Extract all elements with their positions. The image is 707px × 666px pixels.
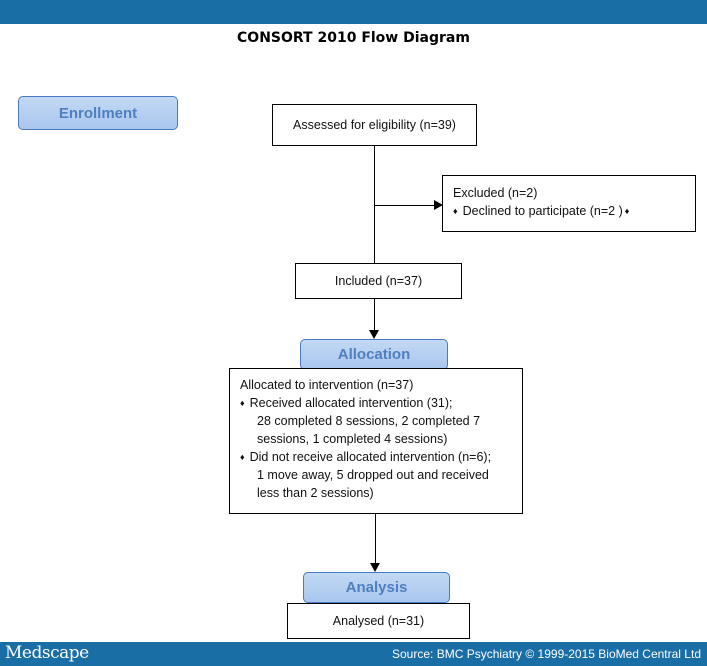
connector-allocated-analysis — [375, 514, 376, 563]
source-credit: Source: BMC Psychiatry © 1999-2015 BioMe… — [392, 647, 701, 661]
not-received-detail-line-2: less than 2 sessions) — [257, 486, 374, 500]
excluded-title: Excluded (n=2) — [453, 186, 538, 200]
enrollment-stage-label: Enrollment — [18, 96, 178, 130]
allocation-stage-label: Allocation — [300, 339, 448, 370]
excluded-item-text: Declined to participate (n=2 ) — [462, 204, 623, 218]
diagram-title: CONSORT 2010 Flow Diagram — [237, 30, 470, 46]
bullet-diamond-icon: ♦ — [240, 452, 245, 462]
medscape-logo: Medscape — [5, 643, 89, 663]
arrow-down-icon — [370, 563, 380, 572]
assessed-text: Assessed for eligibility (n=39) — [293, 118, 456, 132]
allocated-title: Allocated to intervention (n=37) — [240, 378, 414, 392]
analysed-text: Analysed (n=31) — [332, 614, 425, 628]
allocated-box: Allocated to intervention (n=37) ♦ Recei… — [229, 368, 523, 514]
included-box: Included (n=37) — [295, 263, 462, 299]
not-received-detail-line-1: 1 move away, 5 dropped out and received — [257, 468, 489, 482]
analysed-box: Analysed (n=31) — [287, 603, 470, 639]
bullet-diamond-icon: ♦ — [453, 206, 458, 216]
not-received-text: Did not receive allocated intervention (… — [249, 450, 492, 464]
arrow-right-icon — [434, 200, 443, 210]
assessed-box: Assessed for eligibility (n=39) — [272, 104, 477, 146]
connector-assessed-included — [374, 146, 375, 263]
connector-to-excluded — [374, 205, 435, 206]
excluded-box: Excluded (n=2) ♦ Declined to participate… — [442, 175, 696, 232]
footer-bar: Medscape Source: BMC Psychiatry © 1999-2… — [0, 642, 707, 666]
received-detail-line-2: sessions, 1 completed 4 sessions) — [257, 432, 448, 446]
analysis-stage-label: Analysis — [303, 572, 450, 603]
received-detail-line-1: 28 completed 8 sessions, 2 completed 7 — [257, 414, 481, 428]
bullet-diamond-icon: ♦ — [240, 398, 245, 408]
connector-included-allocation — [374, 299, 375, 330]
received-item: ♦ Received allocated intervention (31); — [240, 394, 512, 412]
received-text: Received allocated intervention (31); — [249, 396, 453, 410]
trailing-diamond-icon: ♦ — [624, 206, 630, 216]
not-received-item: ♦ Did not receive allocated intervention… — [240, 448, 512, 466]
included-text: Included (n=37) — [334, 274, 423, 288]
arrow-down-icon — [369, 330, 379, 339]
excluded-item: ♦ Declined to participate (n=2 ) ♦ — [453, 202, 685, 220]
header-bar — [0, 0, 707, 24]
